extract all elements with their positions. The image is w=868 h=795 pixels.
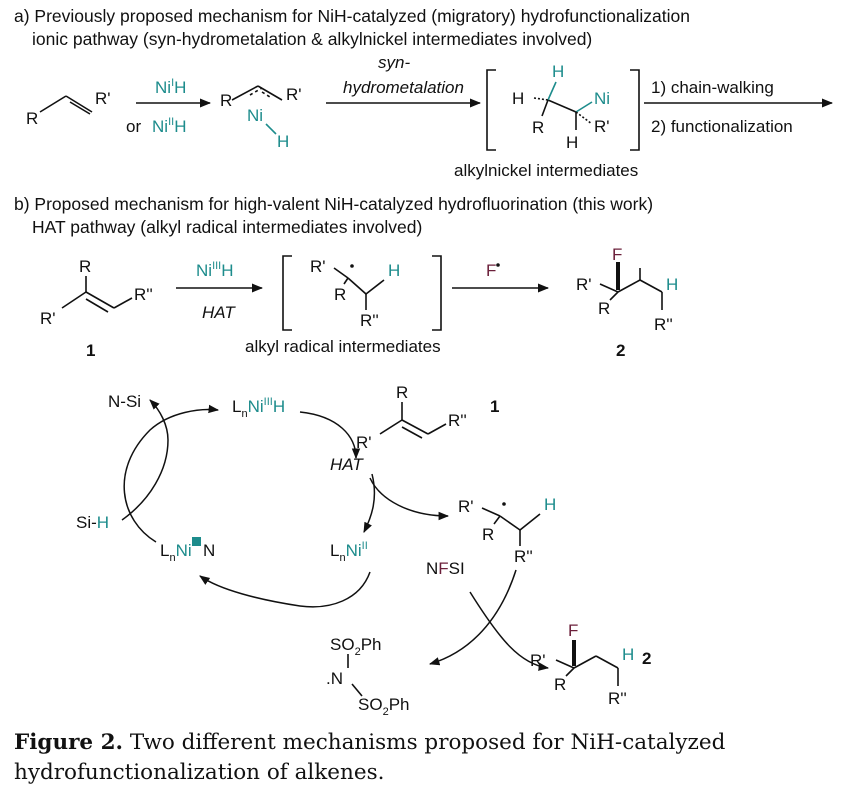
cycle-product-f: F bbox=[568, 621, 578, 640]
cycle-alkene-rp: R' bbox=[356, 433, 372, 452]
cycle-radical-r: R bbox=[482, 525, 494, 544]
compound-2-label-b: 2 bbox=[616, 341, 625, 360]
alkyl-radical-structure bbox=[333, 267, 385, 310]
alkylnickel-h-top: H bbox=[552, 62, 564, 81]
section-b-subtitle: HAT pathway (alkyl radical intermediates… bbox=[32, 217, 422, 237]
cycle-product-rp: R' bbox=[530, 651, 546, 670]
arrow-a2-line1: syn- bbox=[378, 53, 410, 72]
caption-text: Two different mechanisms proposed for Ni… bbox=[14, 730, 726, 785]
radical-r: R bbox=[334, 285, 346, 304]
cycle-n-si: N-Si bbox=[108, 392, 141, 411]
cycle-f-wedge bbox=[572, 640, 576, 666]
radical-rpp: R'' bbox=[360, 311, 379, 330]
alkene-b bbox=[61, 276, 133, 313]
cycle-n-radical: .N bbox=[326, 669, 343, 688]
arrow-b1-hat: HAT bbox=[202, 303, 236, 322]
alkylnickel-ni: Ni bbox=[594, 89, 610, 108]
arrow-a2-line2: hydrometalation bbox=[343, 78, 464, 97]
cycle-compound-1: 1 bbox=[490, 397, 499, 416]
section-b-title: b) Proposed mechanism for high-valent Ni… bbox=[14, 194, 653, 214]
bracket-a bbox=[486, 69, 640, 151]
product-b-structure bbox=[599, 268, 663, 310]
section-a-subtitle: ionic pathway (syn-hydrometalation & alk… bbox=[32, 29, 592, 49]
radical-h: H bbox=[388, 261, 400, 280]
section-a-title: a) Previously proposed mechanism for NiH… bbox=[14, 6, 690, 26]
alkylnickel-label: alkylnickel intermediates bbox=[454, 161, 638, 180]
product-b-f: F bbox=[612, 245, 622, 264]
alkylnickel-r: R bbox=[532, 118, 544, 137]
product-b-h: H bbox=[666, 275, 678, 294]
cycle-ln-ni-ii: LnNiII bbox=[330, 540, 368, 564]
cycle-ln-ni-iii-h: LnNiIIIH bbox=[232, 396, 285, 420]
radical-label: alkyl radical intermediates bbox=[245, 337, 441, 356]
sulfonimidyl-structure bbox=[347, 654, 363, 697]
cycle-ln-ni-n-n: N bbox=[203, 541, 215, 560]
cycle-ln-ni-n: LnNi bbox=[160, 541, 192, 564]
alkene-a bbox=[39, 95, 93, 115]
fluorine-radical: F bbox=[486, 261, 496, 280]
alkylnickel-h-left: H bbox=[512, 89, 524, 108]
caption-label: Figure 2. bbox=[14, 730, 124, 755]
cycle-so2ph-bottom: SO2Ph bbox=[358, 695, 409, 718]
pi-complex-ni: Ni bbox=[247, 106, 263, 125]
product-b-rpp: R'' bbox=[654, 315, 673, 334]
compound-1-label-b: 1 bbox=[86, 341, 95, 360]
alkylnickel-h-bottom: H bbox=[566, 133, 578, 152]
pi-complex-r: R bbox=[220, 91, 232, 110]
alkene-b-r: R bbox=[79, 257, 91, 276]
product-b-r: R bbox=[598, 299, 610, 318]
alkylnickel-rp: R' bbox=[594, 117, 610, 136]
cycle-radical-rpp: R'' bbox=[514, 547, 533, 566]
cycle-si-h: Si-H bbox=[76, 513, 109, 532]
cycle-radical-h: H bbox=[544, 495, 556, 514]
cycle-product-r: R bbox=[554, 675, 566, 694]
ni-oxidation-square bbox=[192, 537, 201, 546]
alkene-b-rp: R' bbox=[40, 309, 56, 328]
pi-complex-h: H bbox=[277, 132, 289, 151]
cycle-alkene bbox=[379, 402, 447, 439]
cycle-alkene-r: R bbox=[396, 383, 408, 402]
figure-caption: Figure 2. Two different mechanisms propo… bbox=[14, 728, 854, 788]
cycle-so2ph-top: SO2Ph bbox=[330, 635, 381, 658]
alkene-a-r: R bbox=[26, 109, 38, 128]
pi-complex bbox=[231, 85, 283, 101]
cycle-radical-rp: R' bbox=[458, 497, 474, 516]
cycle-compound-2: 2 bbox=[642, 649, 651, 668]
cycle-product-rpp: R'' bbox=[608, 689, 627, 708]
product-b-rp: R' bbox=[576, 275, 592, 294]
reagent-ni-ii-h: NiIIH bbox=[152, 116, 186, 136]
cycle-radical bbox=[481, 507, 541, 546]
reagent-ni-iii-h: NiIIIH bbox=[196, 260, 234, 280]
step-functionalization: 2) functionalization bbox=[651, 117, 793, 136]
alkene-b-rpp: R'' bbox=[134, 285, 153, 304]
cycle-product-h: H bbox=[622, 645, 634, 664]
radical-rp: R' bbox=[310, 257, 326, 276]
reagent-or: or bbox=[126, 117, 141, 136]
cycle-arrows bbox=[121, 399, 550, 671]
ni-h-bond bbox=[265, 123, 277, 135]
alkene-a-rp: R' bbox=[95, 89, 111, 108]
cycle-nfsi: NFSI bbox=[426, 559, 465, 578]
step-chain-walking: 1) chain-walking bbox=[651, 78, 774, 97]
cycle-product-structure bbox=[555, 655, 619, 686]
bracket-b bbox=[282, 255, 442, 331]
cycle-alkene-rpp: R'' bbox=[448, 411, 467, 430]
pi-complex-rp: R' bbox=[286, 85, 302, 104]
cycle-hat: HAT bbox=[330, 455, 364, 474]
f-wedge bbox=[616, 262, 620, 290]
alkylnickel-structure bbox=[533, 81, 593, 130]
reagent-ni-i-h: NiIH bbox=[155, 77, 186, 97]
